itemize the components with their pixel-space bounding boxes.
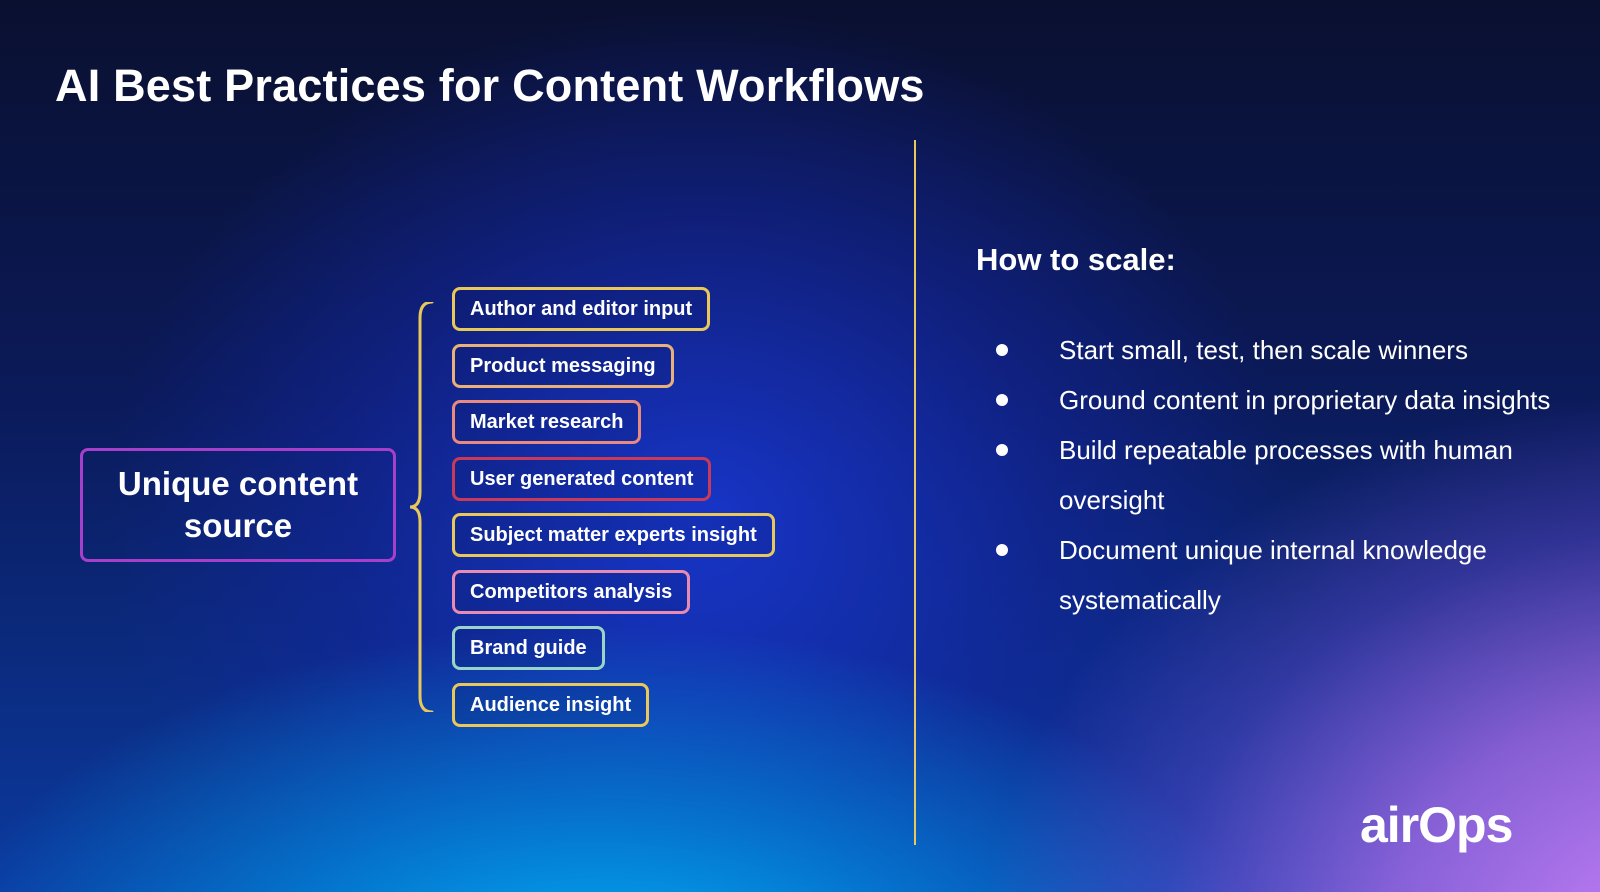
scale-bullet-text: Build repeatable processes with human ov…	[1059, 435, 1513, 515]
source-tag-market-research: Market research	[452, 400, 642, 444]
source-tag-audience-insight: Audience insight	[452, 682, 650, 727]
source-tag-user-generated-content: User generated content	[452, 456, 712, 501]
content-source-list: Author and editor input Product messagin…	[452, 287, 775, 739]
bullet-icon	[996, 444, 1008, 456]
airops-logo-icon: airOps	[1360, 797, 1513, 853]
scale-bullet-text: Document unique internal knowledge syste…	[1059, 535, 1487, 615]
scale-bullet-text: Start small, test, then scale winners	[1059, 335, 1468, 365]
source-tag-author-editor-input: Author and editor input	[452, 287, 711, 331]
unique-content-source-box: Unique content source	[80, 448, 396, 562]
vertical-divider	[914, 140, 916, 845]
how-to-scale-list: Start small, test, then scale winners Gr…	[996, 325, 1586, 625]
how-to-scale-heading: How to scale:	[976, 242, 1176, 277]
source-tag-brand-guide: Brand guide	[452, 626, 605, 670]
bullet-icon	[996, 344, 1008, 356]
scale-bullet-item: Start small, test, then scale winners	[996, 325, 1586, 375]
bullet-icon	[996, 544, 1008, 556]
slide-title: AI Best Practices for Content Workflows	[55, 60, 925, 111]
curly-brace-icon	[409, 302, 434, 712]
source-tag-subject-matter-experts: Subject matter experts insight	[452, 513, 775, 557]
scale-bullet-item: Ground content in proprietary data insig…	[996, 375, 1586, 425]
logo-wordmark: airOps	[1360, 797, 1512, 853]
scale-bullet-text: Ground content in proprietary data insig…	[1059, 385, 1551, 415]
source-tag-competitors-analysis: Competitors analysis	[452, 569, 691, 614]
scale-bullet-item: Document unique internal knowledge syste…	[996, 525, 1586, 625]
source-tag-product-messaging: Product messaging	[452, 343, 674, 388]
scale-bullet-item: Build repeatable processes with human ov…	[996, 425, 1586, 525]
bullet-icon	[996, 394, 1008, 406]
